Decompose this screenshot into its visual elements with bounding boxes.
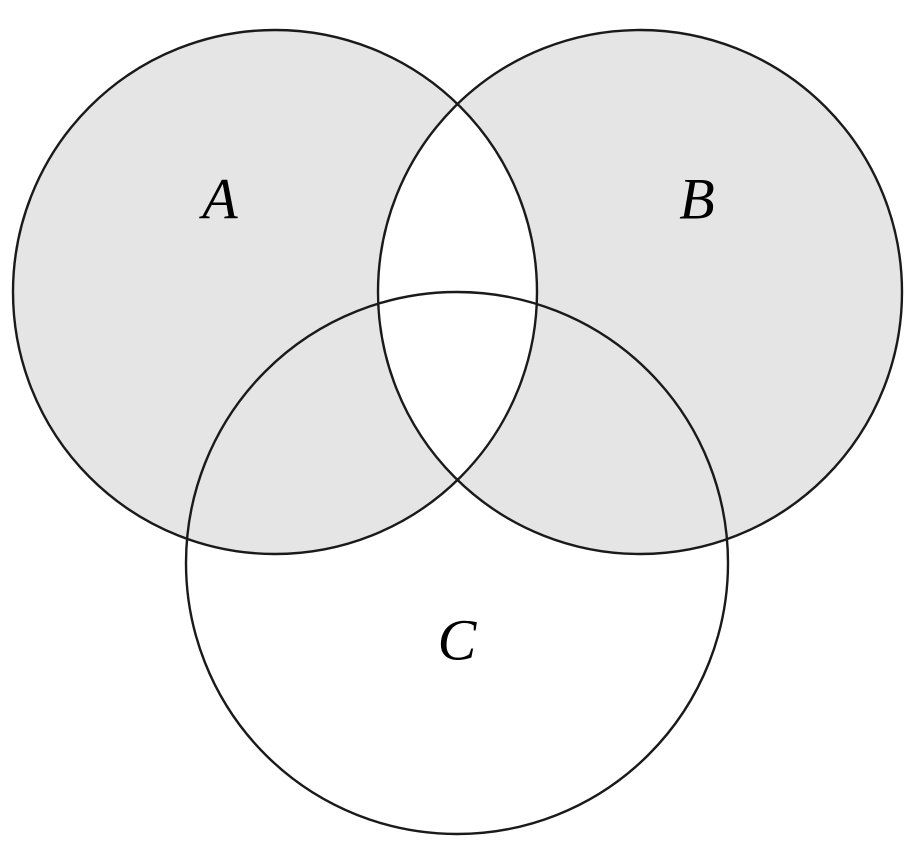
set-label-b: B	[679, 166, 714, 231]
circle-outline-b	[376, 28, 904, 556]
set-label-a: A	[198, 166, 238, 231]
set-label-c: C	[438, 607, 478, 672]
circle-outline-a	[11, 28, 539, 556]
circle-outline-c	[184, 290, 730, 836]
